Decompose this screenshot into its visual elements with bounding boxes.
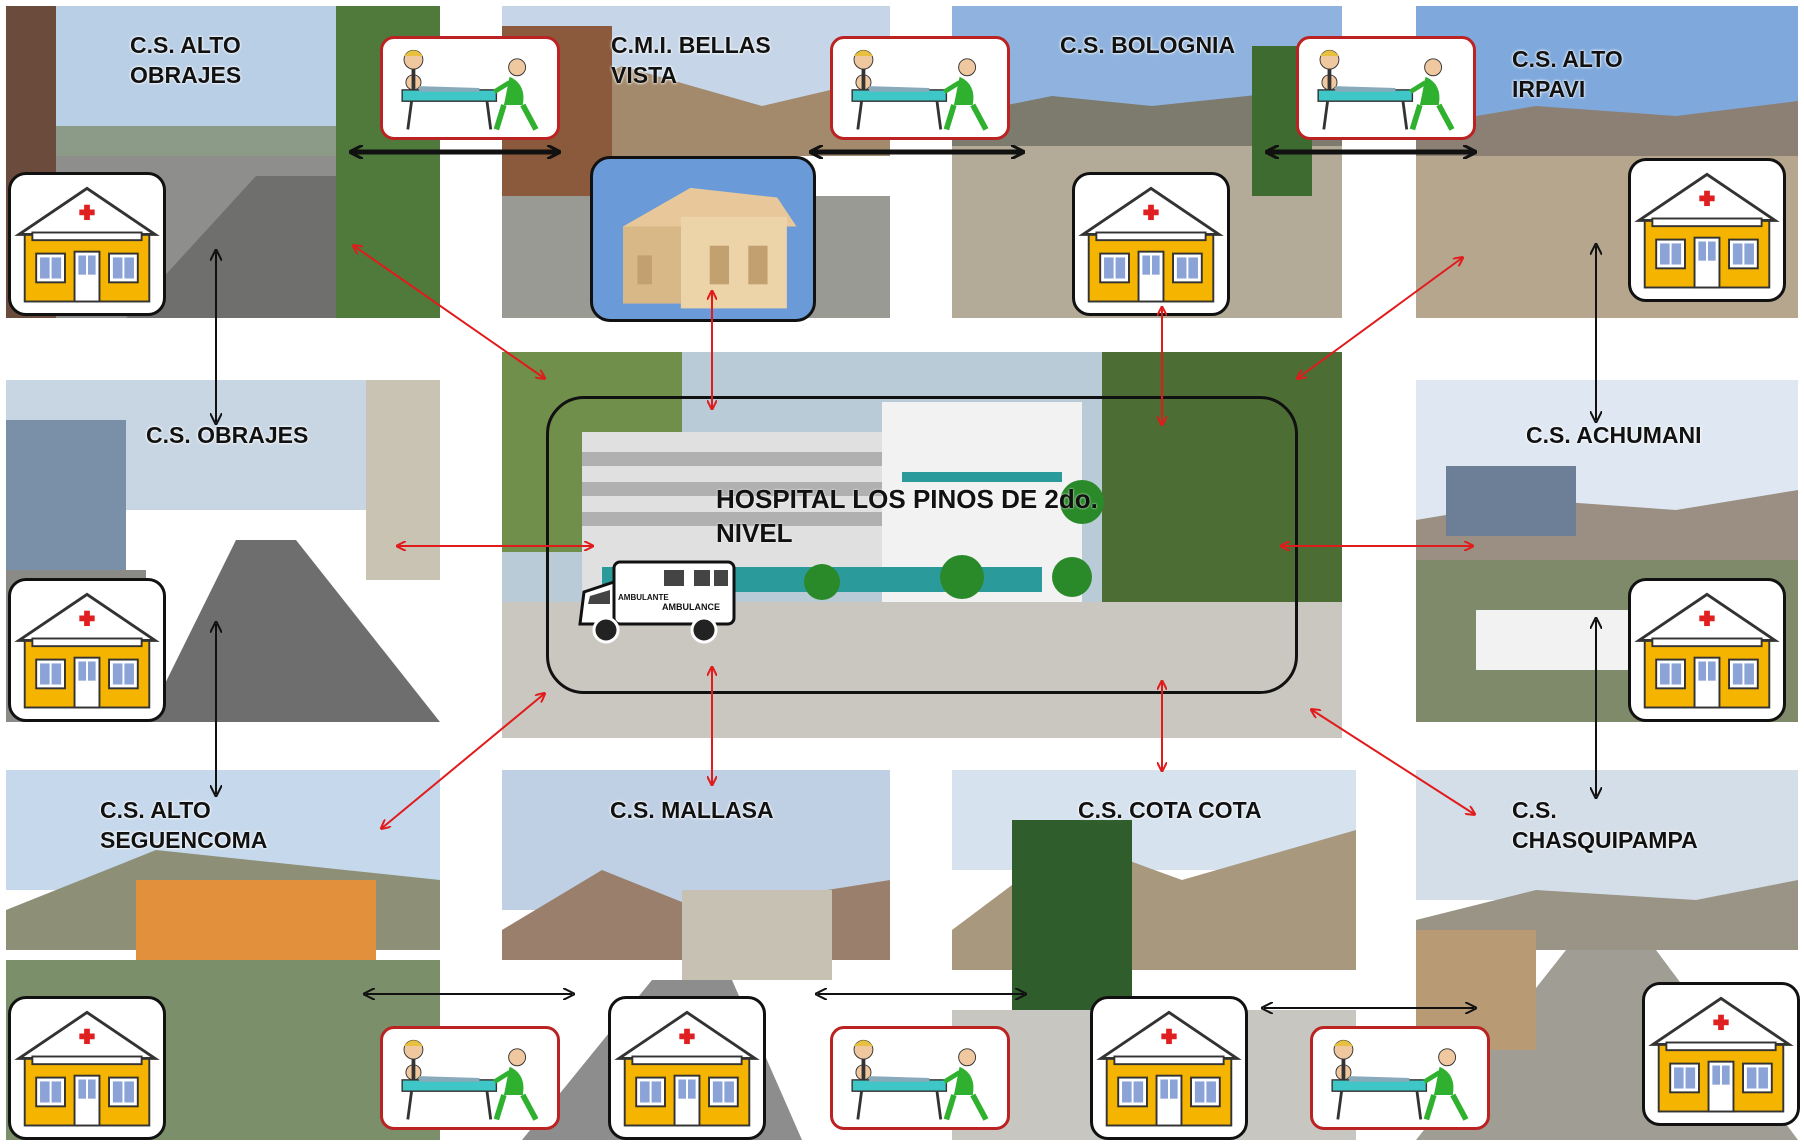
- health-post-icon-obrajes: [8, 578, 166, 722]
- health-post-icon-alto-seguencoma: [8, 996, 166, 1140]
- transfer-icon-4: [380, 1026, 560, 1130]
- transfer-icon-2: [830, 36, 1010, 140]
- health-post-icon-achumani: [1628, 578, 1786, 722]
- label-alto-seguencoma: C.S. ALTO SEGUENCOMA: [100, 797, 268, 853]
- transfer-icon-1: [380, 36, 560, 140]
- label-obrajes: C.S. OBRAJES: [146, 422, 309, 448]
- photo-hospital: [502, 352, 1342, 738]
- label-mallasa: C.S. MALLASA: [610, 797, 774, 823]
- health-post-icon-alto-obrajes: [8, 172, 166, 316]
- health-post-icon-chasquipampa: [1642, 982, 1800, 1126]
- health-post-icon-bolognia: [1072, 172, 1230, 316]
- transfer-icon-5: [830, 1026, 1010, 1130]
- label-bolognia: C.S. BOLOGNIA: [1060, 32, 1236, 58]
- label-achumani: C.S. ACHUMANI: [1526, 422, 1702, 448]
- ambulance-icon: AMBULANTE AMBULANCE: [574, 552, 746, 648]
- health-post-icon-mallasa: [608, 996, 766, 1140]
- transfer-icon-3: [1296, 36, 1476, 140]
- label-alto-obrajes: C.S. ALTO OBRAJES: [130, 32, 242, 88]
- ambulance-top-text: AMBULANTE: [618, 593, 669, 602]
- transfer-icon-6: [1310, 1026, 1490, 1130]
- health-post-icon-alto-irpavi: [1628, 158, 1786, 302]
- label-bellas-vista: C.M.I. BELLAS VISTA: [611, 32, 771, 88]
- ambulance-side-text: AMBULANCE: [662, 602, 720, 612]
- label-alto-irpavi: C.S. ALTO IRPAVI: [1512, 46, 1623, 102]
- health-post-icon-cota-cota: [1090, 996, 1248, 1140]
- photo-cota-cota: [952, 770, 1356, 1140]
- label-cota-cota: C.S. COTA COTA: [1078, 797, 1262, 823]
- label-chasquipampa: C.S. CHASQUIPAMPA: [1512, 797, 1698, 853]
- hospital-title: HOSPITAL LOS PINOS DE 2do. NIVEL: [716, 484, 1098, 548]
- clinic-icon-bellas-vista: [590, 156, 816, 322]
